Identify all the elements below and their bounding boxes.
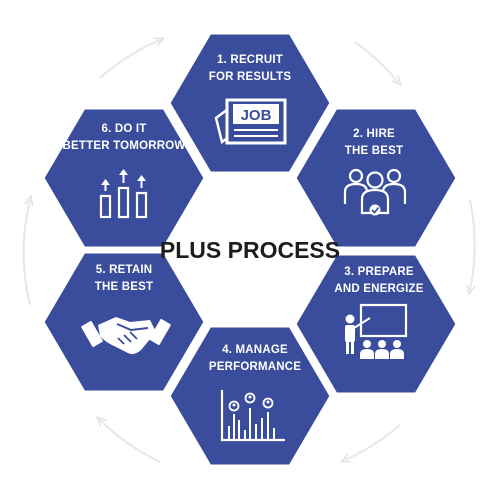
- step-4-title-line2: PERFORMANCE: [209, 361, 301, 373]
- job-sign-text: JOB: [241, 107, 272, 124]
- step-1-title-line2: FOR RESULTS: [209, 71, 292, 83]
- presentation-icon: [345, 303, 408, 359]
- cycle-arrow-4: [100, 420, 161, 463]
- step-2-title-line1: 2. HIRE: [353, 128, 395, 140]
- step-2-hexagon: 2. HIRE THE BEST: [293, 106, 459, 250]
- step-3-hexagon: 3. PREPARE AND ENERGIZE: [293, 252, 459, 396]
- step-3-title-line1: 3. PREPARE: [344, 266, 414, 278]
- cycle-arrow-6: [99, 40, 160, 79]
- cycle-arrow-2: [470, 199, 476, 290]
- step-6-title-line2: BETTER TOMORROW: [63, 140, 186, 152]
- step-5-title-line1: 5. RETAIN: [96, 264, 153, 276]
- step-6-hexagon: 6. DO IT BETTER TOMORROW: [41, 106, 207, 250]
- center-title: PLUS PROCESS: [160, 237, 340, 263]
- step-6-title-line1: 6. DO IT: [101, 123, 146, 135]
- step-1-title-line1: 1. RECRUIT: [217, 54, 283, 66]
- growth-bars-icon: [99, 169, 148, 219]
- step-3-hex-shape: [293, 252, 459, 396]
- step-4-hexagon: 4. MANAGE PERFORMANCE: [167, 324, 333, 468]
- step-1-hexagon: 1. RECRUIT FOR RESULTS JOB: [167, 31, 333, 175]
- step-3-title-line2: AND ENERGIZE: [334, 283, 423, 295]
- cycle-arrow-1: [354, 41, 398, 82]
- cycle-arrow-3: [345, 424, 401, 460]
- job-icon: JOB: [214, 98, 287, 145]
- step-5-hexagon: 5. RETAIN THE BEST: [41, 250, 207, 394]
- handshake-icon: [81, 317, 171, 355]
- team-icon: [343, 168, 407, 216]
- step-4-title-line1: 4. MANAGE: [222, 344, 288, 356]
- performance-chart-icon: [220, 390, 285, 442]
- step-5-title-line2: THE BEST: [95, 281, 153, 293]
- step-2-title-line2: THE BEST: [345, 145, 403, 157]
- cycle-arrows: [22, 40, 476, 463]
- cycle-arrow-5: [22, 200, 30, 306]
